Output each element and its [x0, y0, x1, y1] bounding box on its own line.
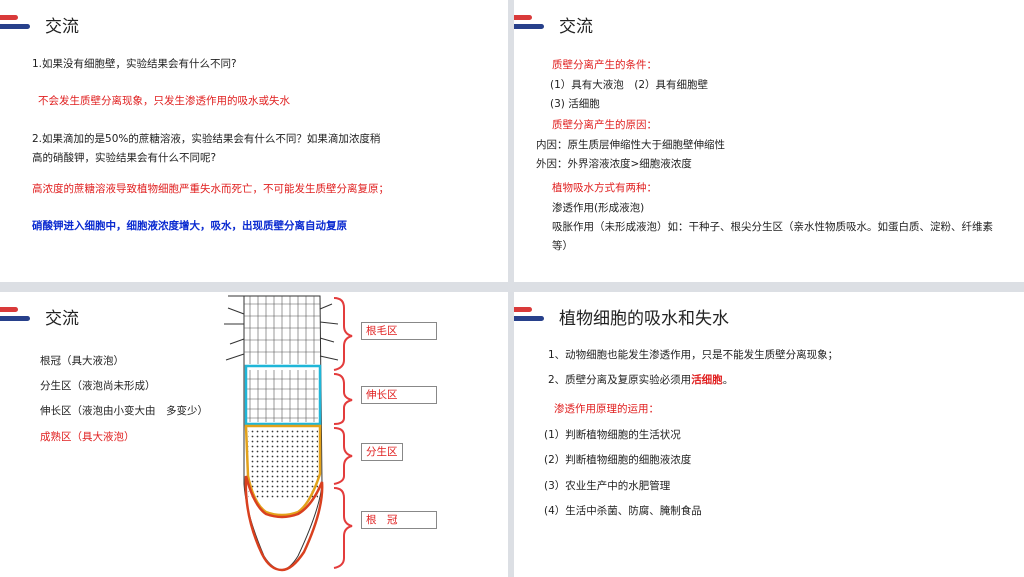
question-1: 1.如果没有细胞壁，实验结果会有什么不同? [32, 58, 237, 70]
title-decoration-icon [0, 307, 38, 323]
slide-gap-vertical [508, 0, 514, 577]
slide-title: 交流 [45, 309, 79, 329]
condition-1: (1）具有大液泡 (2）具有细胞壁 [550, 79, 709, 91]
application-3: (3）农业生产中的水肥管理 [544, 480, 671, 492]
zone-label-meristem: 分生区 [361, 443, 403, 461]
zone-item-root-cap: 根冠（具大液泡） [40, 355, 124, 367]
slide-title: 交流 [559, 17, 593, 37]
absorption-way-1: 渗透作用(形成液泡) [552, 202, 645, 214]
condition-heading: 质壁分离产生的条件： [552, 59, 657, 71]
reason-external: 外因：外界溶液浓度>细胞液浓度 [536, 158, 692, 170]
application-1: (1）判断植物细胞的生活状况 [544, 429, 681, 441]
condition-2: (3) 活细胞 [550, 98, 600, 110]
zone-item-elongation: 伸长区（液泡由小变大由 多变少） [40, 405, 208, 417]
reason-internal: 内因：原生质层伸缩性大于细胞壁伸缩性 [536, 139, 725, 151]
cell-texture [244, 296, 320, 422]
application-heading: 渗透作用原理的运用： [554, 403, 659, 415]
application-2: (2）判断植物细胞的细胞液浓度 [544, 454, 692, 466]
zone-label-root-cap: 根 冠 [361, 511, 437, 529]
title-decoration-icon [514, 15, 552, 31]
live-cell-highlight: 活细胞 [691, 374, 723, 386]
absorption-heading: 植物吸水方式有两种： [552, 182, 657, 194]
zone-braces [333, 297, 353, 569]
absorption-way-2-line1: 吸胀作用（未形成液泡）如：干种子、根尖分生区（亲水性物质吸水。如蛋白质、淀粉、纤… [552, 221, 993, 233]
zone-label-elongation: 伸长区 [361, 386, 437, 404]
question-2-line2: 高的硝酸钾，实验结果会有什么不同呢? [32, 152, 217, 164]
slide-title: 交流 [45, 17, 79, 37]
elongation-zone-outline [244, 364, 322, 426]
slide-2[interactable]: 交流 质壁分离产生的条件： (1）具有大液泡 (2）具有细胞壁 (3) 活细胞 … [514, 0, 1024, 282]
question-2-line1: 2.如果滴加的是50%的蔗糖溶液，实验结果会有什么不同？如果滴加浓度稍 [32, 133, 381, 145]
zone-item-maturation: 成熟区（具大液泡） [40, 431, 135, 443]
zone-label-root-hair: 根毛区 [361, 322, 437, 340]
point-1: 1、动物细胞也能发生渗透作用，只是不能发生质壁分离现象； [548, 349, 839, 361]
answer-3: 硝酸钾进入细胞中，细胞液浓度增大，吸水，出现质壁分离自动复原 [32, 220, 347, 232]
answer-1: 不会发生质壁分离现象，只发生渗透作用的吸水或失水 [38, 95, 290, 107]
slide-1[interactable]: 交流 1.如果没有细胞壁，实验结果会有什么不同? 不会发生质壁分离现象，只发生渗… [0, 0, 508, 282]
title-decoration-icon [0, 15, 38, 31]
absorption-way-2-line2: 等） [552, 240, 573, 252]
reason-heading: 质壁分离产生的原因： [552, 119, 657, 131]
point-2: 2、质壁分离及复原实验必须用活细胞。 [548, 374, 734, 386]
slide-title: 植物细胞的吸水和失水 [559, 309, 729, 329]
application-4: (4）生活中杀菌、防腐、腌制食品 [544, 505, 702, 517]
title-decoration-icon [514, 307, 552, 323]
root-tip-diagram [224, 295, 353, 572]
answer-2: 高浓度的蔗糖溶液导致植物细胞严重失水而死亡，不可能发生质壁分离复原； [32, 183, 389, 195]
slide-3[interactable]: 交流 根冠（具大液泡） 分生区（液泡尚未形成） 伸长区（液泡由小变大由 多变少）… [0, 292, 508, 577]
root-cap-outline [244, 475, 324, 572]
meristem-dots [248, 428, 318, 498]
slide-4[interactable]: 植物细胞的吸水和失水 1、动物细胞也能发生渗透作用，只是不能发生质壁分离现象； … [514, 292, 1024, 577]
zone-item-meristem: 分生区（液泡尚未形成） [40, 380, 156, 392]
